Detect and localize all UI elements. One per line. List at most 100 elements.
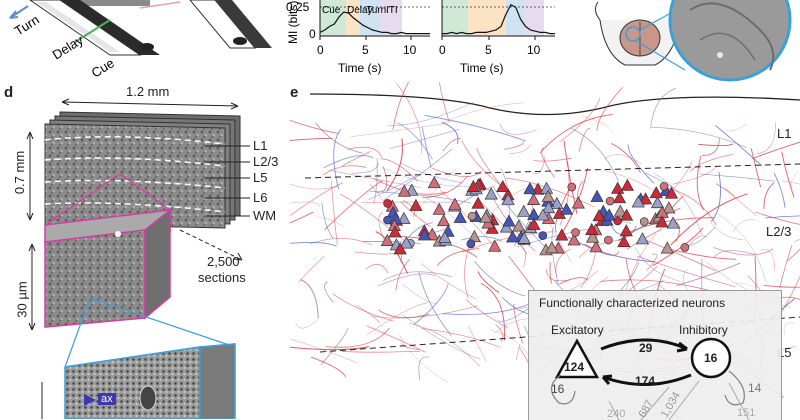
neurite-branch bbox=[597, 87, 623, 131]
neurite-branch bbox=[504, 141, 524, 149]
chart1-xlabel: Time (s) bbox=[338, 61, 382, 75]
top-strip: Turn Delay Cue MI (bits) 0.25 0 Cue Dela… bbox=[0, 0, 800, 82]
excitatory-soma bbox=[528, 194, 540, 205]
neurite-branch bbox=[711, 172, 720, 222]
neurite-branch bbox=[563, 168, 588, 233]
phase-label-iti: ITI bbox=[386, 5, 398, 16]
chart2-xtick-5: 5 bbox=[485, 43, 492, 57]
neurite-branch bbox=[352, 163, 379, 173]
connectivity-diagram bbox=[529, 291, 781, 420]
neurite-branch bbox=[296, 320, 318, 328]
neurite-branch bbox=[714, 247, 774, 255]
neurite-branch bbox=[690, 154, 733, 171]
panel-d-figure bbox=[0, 82, 290, 419]
neurite-branch bbox=[290, 116, 339, 134]
mouse-head-schematic bbox=[595, 0, 790, 80]
panel-e-layer-l1: L1 bbox=[777, 126, 791, 141]
neurite-branch bbox=[579, 240, 625, 258]
neurite-branch bbox=[702, 138, 719, 156]
neurite-branch bbox=[440, 82, 450, 122]
inhibitory-soma bbox=[681, 243, 689, 251]
neurite-branch bbox=[653, 228, 704, 266]
inhibitory-soma bbox=[660, 182, 668, 190]
neurite-branch bbox=[357, 305, 380, 323]
excitatory-soma bbox=[410, 200, 422, 211]
neurite-branch bbox=[714, 251, 756, 258]
neurite-branch bbox=[787, 236, 800, 261]
neurite-branch bbox=[397, 83, 422, 153]
neurite-branch bbox=[733, 220, 754, 233]
neurite-branch bbox=[540, 115, 613, 154]
neurite-branch bbox=[673, 167, 717, 185]
excitatory-soma bbox=[618, 236, 630, 247]
neurite-branch bbox=[290, 212, 313, 232]
layer-label-l6: L6 bbox=[253, 190, 267, 205]
maze-delay-label: Delay bbox=[50, 32, 87, 63]
neurite-branch bbox=[322, 203, 333, 239]
inhibitory-soma bbox=[468, 212, 476, 220]
width-label: 1.2 mm bbox=[126, 84, 169, 99]
inhibitory-soma bbox=[467, 240, 475, 248]
sections-label: sections bbox=[198, 270, 246, 285]
neurite-branch bbox=[726, 124, 747, 132]
neurite-branch bbox=[644, 173, 674, 188]
inhibitory-soma bbox=[384, 199, 392, 207]
neurite-branch bbox=[500, 124, 536, 135]
i-self-count: 14 bbox=[748, 381, 761, 395]
excitatory-soma bbox=[433, 203, 445, 214]
maze-cue-label: Cue bbox=[89, 55, 117, 80]
excitatory-soma bbox=[556, 229, 568, 240]
neurite-branch bbox=[756, 123, 775, 154]
neurite-branch bbox=[383, 272, 452, 281]
excitatory-count: 124 bbox=[564, 360, 584, 374]
neurite-branch bbox=[510, 145, 531, 154]
neurite-branch bbox=[651, 88, 677, 129]
neurite-branch bbox=[791, 171, 798, 188]
neurite-branch bbox=[317, 217, 344, 227]
depth-label: 30 µm bbox=[15, 281, 30, 317]
chart2-xtick-0: 0 bbox=[439, 43, 446, 57]
neurite-branch bbox=[585, 244, 619, 255]
neurite-branch bbox=[752, 140, 800, 159]
e-to-i-count: 29 bbox=[639, 341, 652, 355]
inhibitory-soma bbox=[572, 228, 580, 236]
neurite-branch bbox=[774, 173, 785, 208]
excitatory-soma bbox=[428, 177, 440, 188]
inhibitory-count: 16 bbox=[704, 351, 717, 365]
cell-somata bbox=[381, 177, 689, 255]
neurite-branch bbox=[331, 181, 337, 245]
mi-tick-025: 0.25 bbox=[286, 0, 310, 14]
height-label: 0.7 mm bbox=[12, 151, 27, 194]
inhibitory-soma bbox=[640, 218, 648, 226]
neurite-branch bbox=[290, 183, 343, 220]
neurite-branch bbox=[414, 284, 448, 325]
inhibitory-soma bbox=[606, 197, 614, 205]
neurite-branch bbox=[403, 284, 437, 303]
e-self-count: 16 bbox=[551, 382, 564, 396]
neurite-branch bbox=[421, 263, 476, 299]
neurite-branch bbox=[432, 168, 482, 177]
faint-count-1: 240 bbox=[607, 408, 625, 420]
phase-label-turn: Turn bbox=[366, 5, 386, 16]
neurite-branch bbox=[290, 202, 320, 207]
neurite-branch bbox=[765, 216, 800, 219]
neurite-branch bbox=[780, 246, 792, 288]
excitatory-soma bbox=[621, 179, 633, 190]
chart2-xtick-10: 10 bbox=[527, 43, 541, 57]
neurite-branch bbox=[334, 129, 341, 189]
neurite-branch bbox=[422, 329, 501, 348]
neurite-branch bbox=[324, 282, 333, 303]
excitatory-soma bbox=[518, 205, 530, 216]
neurite-branch bbox=[378, 274, 435, 286]
neurite-branch bbox=[316, 123, 363, 153]
neurite-branch bbox=[496, 325, 503, 342]
excitatory-soma bbox=[636, 233, 648, 244]
neurite-branch bbox=[784, 323, 795, 336]
neurite-branch bbox=[342, 351, 420, 352]
mi-chart-2 bbox=[442, 0, 555, 40]
neurite-branch bbox=[325, 328, 389, 348]
section-stack bbox=[45, 112, 240, 228]
neurite-branch bbox=[400, 335, 448, 382]
neurite-branch bbox=[761, 249, 775, 271]
neurite-branch bbox=[333, 294, 393, 321]
